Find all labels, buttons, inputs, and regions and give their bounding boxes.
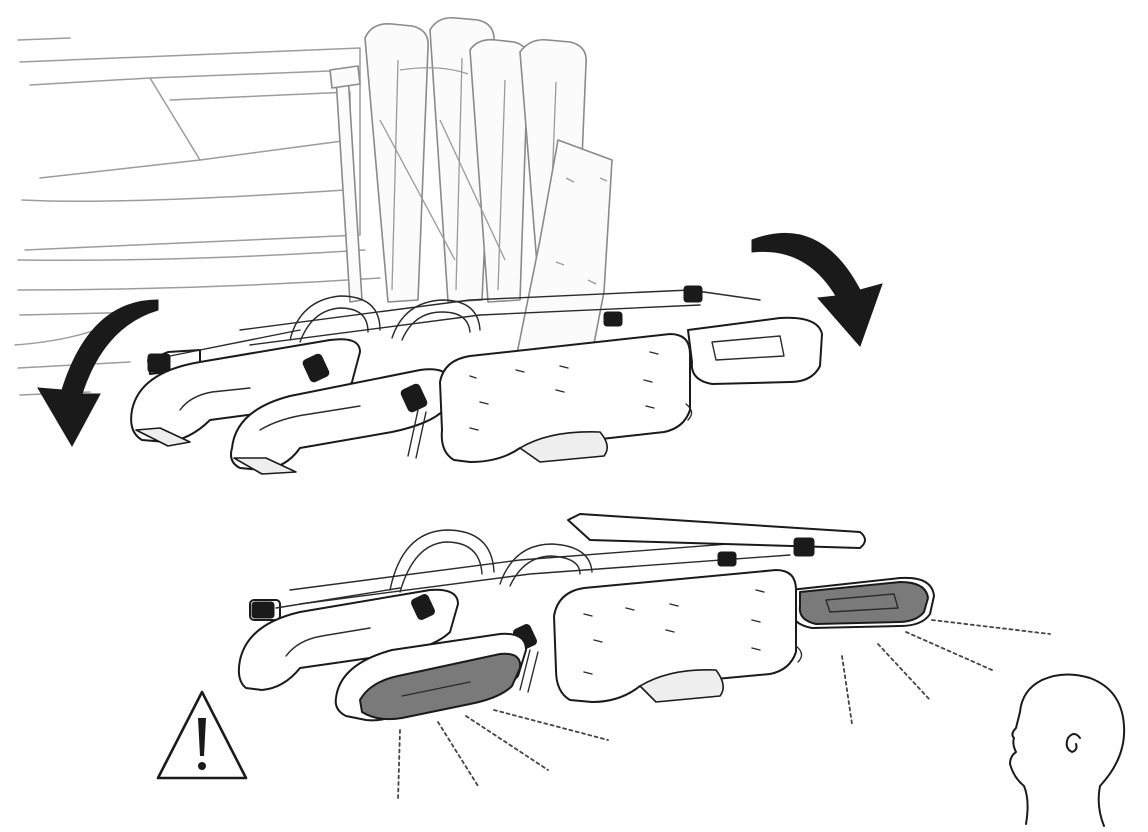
- noise-lines: [397, 619, 1051, 801]
- folded-carrier-bottom: [237, 513, 935, 722]
- ghost-upright-wheel-holders: [329, 16, 613, 399]
- warning-triangle-icon: [156, 690, 248, 780]
- listener-head-icon: [1009, 673, 1126, 827]
- curved-arrow-right-icon: [751, 232, 883, 347]
- curved-arrow-left-icon: [37, 299, 159, 448]
- folded-carrier-top: [130, 285, 823, 475]
